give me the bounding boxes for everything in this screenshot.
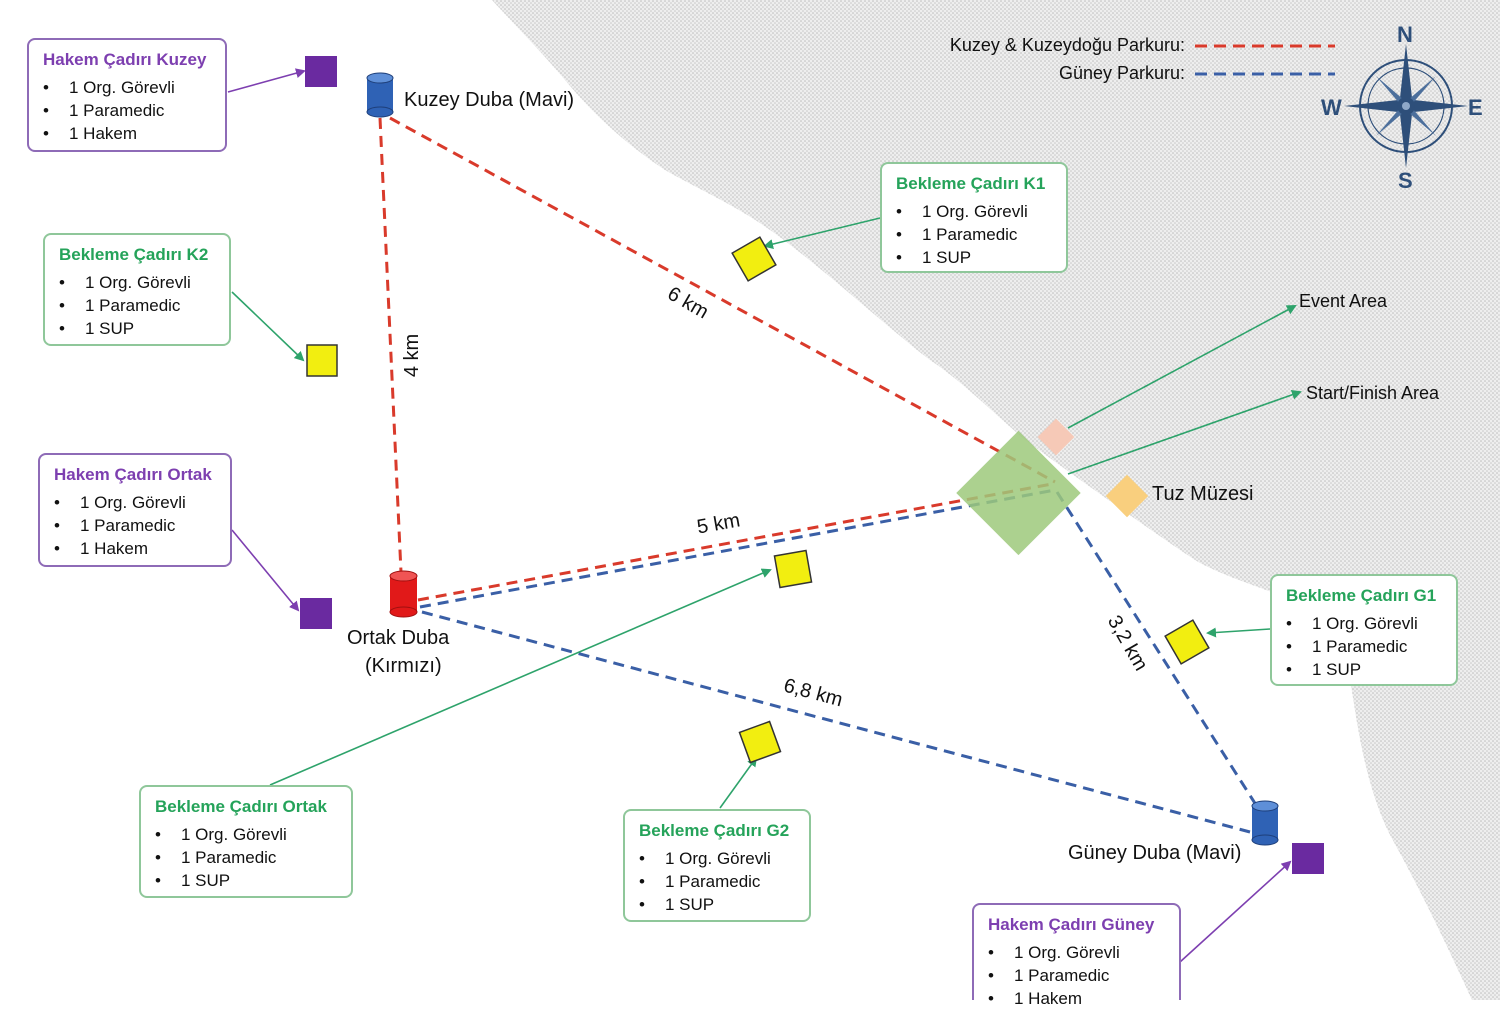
list-item: 1 Paramedic [988,964,1167,987]
compass-rose-icon [1344,44,1468,168]
list-item: 1 Org. Görevli [54,491,218,514]
event-area-label: Event Area [1299,291,1388,311]
event-area-marker [1037,418,1075,456]
wait-tent-k1-marker [731,236,777,282]
wait-tent-g2-box: Bekleme Çadırı G2 1 Org. Görevli 1 Param… [623,809,811,922]
wait-tent-middle-title: Bekleme Çadırı Ortak [155,797,327,816]
list-item: 1 Org. Görevli [639,847,797,870]
arrow-wait-k1 [763,217,881,249]
south-route-start-to-guney [1055,491,1260,809]
list-item: 1 Paramedic [43,99,213,122]
list-item: 1 Org. Görevli [988,941,1167,964]
compass-n: N [1397,22,1413,47]
judge-tent-north-title: Hakem Çadırı Kuzey [43,50,207,69]
list-item: 1 Org. Görevli [1286,612,1444,635]
distance-4km: 4 km [401,333,424,378]
course-lines [378,116,1260,834]
salt-museum-marker [1105,474,1149,518]
list-item: 1 Org. Görevli [59,271,217,294]
list-item: 1 Paramedic [155,846,339,869]
wait-tent-k1-title: Bekleme Çadırı K1 [896,174,1046,193]
compass-e: E [1468,95,1483,120]
list-item: 1 Org. Görevli [43,76,213,99]
arrow-wait-middle [269,568,772,786]
salt-museum-label: Tuz Müzesi [1152,483,1254,505]
buoy-south-label: Güney Duba (Mavi) [1068,842,1242,864]
arrow-event-area [1067,305,1297,429]
wait-tent-k2-marker [306,344,338,377]
judge-tent-south-box: Hakem Çadırı Güney 1 Org. Görevli 1 Para… [972,903,1181,1008]
buoy-middle-label-2: (Kırmızı) [365,655,442,677]
south-route-ortak-to-start [419,488,1056,609]
start-finish-label: Start/Finish Area [1306,383,1440,403]
wait-tent-g2-title: Bekleme Çadırı G2 [639,821,790,840]
north-route-kuzey-to-ortak [378,117,403,573]
list-item: 1 Paramedic [59,294,217,317]
buoy-middle-icon [389,570,418,618]
judge-tent-north-marker [305,56,337,87]
arrow-judge-middle [231,529,300,612]
list-item: 1 SUP [1286,658,1444,681]
list-item: 1 SUP [639,893,797,916]
list-item: 1 Org. Görevli [155,823,339,846]
list-item: 1 Paramedic [1286,635,1444,658]
list-item: 1 SUP [896,246,1054,269]
arrow-wait-g2 [719,756,758,809]
list-item: 1 Paramedic [896,223,1054,246]
wait-tent-g2-marker [738,720,782,764]
buoy-middle-label-1: Ortak Duba [347,627,450,649]
buoy-north-icon [366,72,394,118]
list-item: 1 SUP [59,317,217,340]
wait-tent-k2-title: Bekleme Çadırı K2 [59,245,209,264]
compass-s: S [1398,168,1413,193]
buoy-south-icon [1251,800,1279,846]
judge-tent-south-marker [1292,843,1324,874]
legend-south-label: Güney Parkuru: [1058,63,1185,83]
list-item: 1 Hakem [43,122,213,145]
north-route-kuzey-to-start [389,116,1056,484]
arrow-wait-g1 [1206,627,1271,638]
north-route-ortak-to-start [417,482,1053,602]
wait-tent-g1-marker [1164,619,1210,665]
wait-tent-middle-marker [773,549,813,589]
judge-tent-middle-box: Hakem Çadırı Ortak 1 Org. Görevli 1 Para… [38,453,232,567]
arrow-judge-north [227,68,306,93]
list-item: 1 SUP [155,869,339,892]
start-finish-area-marker [956,430,1081,556]
arrow-wait-k2 [231,291,305,362]
judge-tent-north-box: Hakem Çadırı Kuzey 1 Org. Görevli 1 Para… [27,38,227,152]
wait-tent-g1-box: Bekleme Çadırı G1 1 Org. Görevli 1 Param… [1270,574,1458,686]
arrow-start-finish [1067,389,1302,475]
judge-tent-middle-title: Hakem Çadırı Ortak [54,465,212,484]
wait-tent-k1-box: Bekleme Çadırı K1 1 Org. Görevli 1 Param… [880,162,1068,273]
buoy-north-label: Kuzey Duba (Mavi) [404,89,575,111]
wait-tent-k2-box: Bekleme Çadırı K2 1 Org. Görevli 1 Param… [43,233,231,346]
land-area [492,0,1500,1000]
wait-tent-middle-box: Bekleme Çadırı Ortak 1 Org. Görevli 1 Pa… [139,785,353,898]
list-item: 1 Paramedic [54,514,218,537]
pointer-arrows [227,68,1302,963]
arrow-judge-south [1179,860,1292,963]
list-item: 1 Hakem [988,987,1167,1010]
compass-w: W [1321,95,1342,120]
list-item: 1 Paramedic [639,870,797,893]
wait-tent-g1-title: Bekleme Çadırı G1 [1286,586,1437,605]
judge-tent-middle-marker [300,598,332,629]
judge-tent-south-title: Hakem Çadırı Güney [988,915,1155,934]
list-item: 1 Hakem [54,537,218,560]
legend-north-label: Kuzey & Kuzeydoğu Parkuru: [949,35,1185,55]
list-item: 1 Org. Görevli [896,200,1054,223]
